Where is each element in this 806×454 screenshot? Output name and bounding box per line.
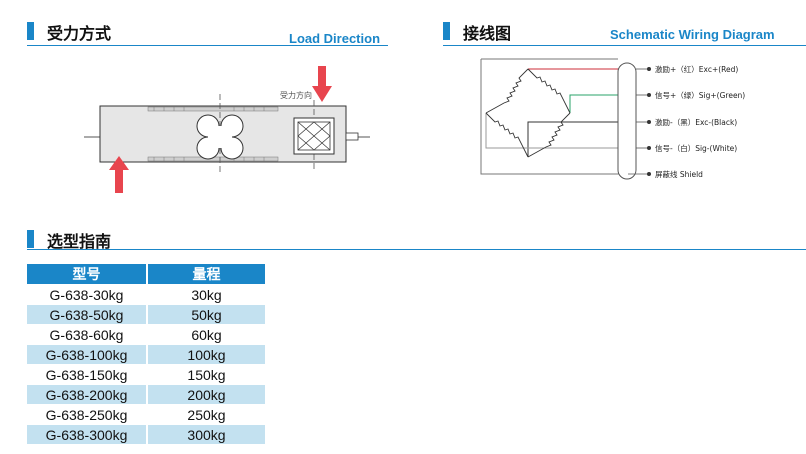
table-row: G-638-200kg 200kg: [27, 384, 265, 405]
load-direction-title: 受力方式: [47, 24, 112, 43]
cable-jacket: [617, 62, 637, 180]
table-row: G-638-50kg 50kg: [27, 304, 265, 325]
table-row: G-638-250kg 250kg: [27, 404, 265, 425]
cell-model: G-638-300kg: [27, 424, 148, 444]
wire-label-shield: 屏蔽线 Shield: [655, 169, 703, 179]
load-cell-diagram: 受力方向: [84, 66, 370, 193]
section-marker: [27, 22, 34, 40]
wire-sig-plus: [569, 94, 628, 113]
table-header-row: 型号 量程: [27, 264, 265, 285]
wire-shield: [480, 59, 628, 175]
selection-guide-title: 选型指南: [47, 232, 112, 251]
section-rule: [27, 45, 388, 46]
cell-model: G-638-60kg: [27, 324, 148, 345]
wiring-diagram: 激励+（红）Exc+(Red) 信号+（绿）Sig+(Green) 激励-（黑）…: [480, 58, 745, 180]
force-arrow-up: [109, 156, 129, 193]
cell-model: G-638-200kg: [27, 384, 148, 405]
table-row: G-638-30kg 30kg: [27, 284, 265, 305]
section-marker: [27, 230, 34, 248]
cell-range: 50kg: [147, 304, 265, 325]
wiring-title: 接线图: [463, 24, 512, 43]
cell-range: 60kg: [147, 324, 265, 345]
cell-model: G-638-30kg: [27, 284, 148, 305]
table-row: G-638-150kg 150kg: [27, 364, 265, 385]
wiring-subtitle: Schematic Wiring Diagram: [610, 27, 775, 42]
cell-range: 100kg: [147, 344, 265, 365]
wire-label-exc-plus: 激励+（红）Exc+(Red): [655, 64, 738, 74]
selection-table: 型号 量程 G-638-30kg 30kg G-638-50kg 50kg G-…: [27, 264, 265, 444]
section-marker: [443, 22, 450, 40]
wire-label-sig-minus: 信号-（白）Sig-(White): [655, 143, 737, 153]
wire-label-exc-minus: 激励-（黑）Exc-(Black): [655, 117, 737, 127]
cell-model: G-638-250kg: [27, 404, 148, 425]
cell-range: 30kg: [147, 284, 265, 305]
wire-label-sig-plus: 信号+（绿）Sig+(Green): [655, 90, 745, 100]
force-direction-label: 受力方向: [280, 90, 312, 100]
table-row: G-638-300kg 300kg: [27, 424, 265, 444]
header-range: 量程: [147, 264, 265, 285]
section-rule: [27, 249, 806, 250]
wire-sig-minus: [485, 113, 628, 149]
header-model: 型号: [27, 264, 148, 285]
wire-exc-minus: [527, 121, 628, 157]
section-rule: [443, 45, 806, 46]
cell-model: G-638-50kg: [27, 304, 148, 325]
cell-range: 150kg: [147, 364, 265, 385]
cell-range: 300kg: [147, 424, 265, 444]
cell-model: G-638-150kg: [27, 364, 148, 385]
load-direction-subtitle: Load Direction: [289, 31, 381, 46]
table-row: G-638-60kg 60kg: [27, 324, 265, 345]
cell-range: 200kg: [147, 384, 265, 405]
cell-range: 250kg: [147, 404, 265, 425]
force-arrow-down: [312, 66, 332, 102]
table-row: G-638-100kg 100kg: [27, 344, 265, 365]
cell-model: G-638-100kg: [27, 344, 148, 365]
